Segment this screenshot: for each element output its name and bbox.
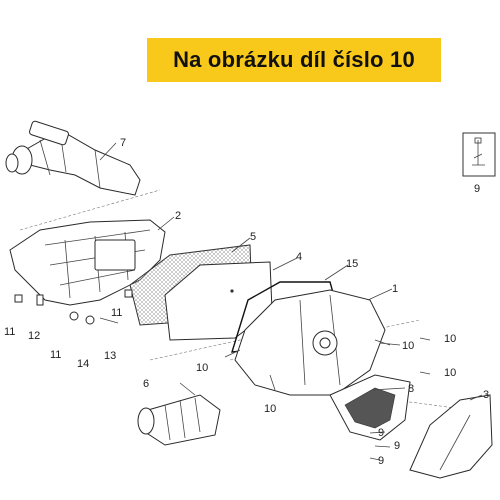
callout-7: 7 [120,137,126,149]
callout-2: 2 [175,210,181,222]
leader-lines [99,142,483,401]
callout-11b: 11 [50,349,61,361]
side-fairing-part [409,394,493,479]
callout-6: 6 [143,378,149,390]
callout-15: 15 [346,258,358,270]
callout-labels: 7 2 5 4 15 1 11 12 11 14 13 11 10 10 10 … [4,137,489,467]
frame-bracket-part [329,374,411,441]
callout-5: 5 [250,231,256,243]
small-fasteners [14,289,431,461]
highlight-banner: Na obrázku díl číslo 10 [147,38,441,82]
callout-10d: 10 [444,367,456,379]
callout-13: 13 [104,350,116,362]
callout-11a: 11 [4,326,15,338]
callout-1: 1 [392,283,398,295]
callout-4: 4 [296,251,302,263]
callout-8: 8 [408,383,414,395]
callout-10e: 10 [264,403,276,415]
callout-10c: 10 [444,333,456,345]
banner-text: Na obrázku díl číslo 10 [173,47,415,72]
callout-10a: 10 [196,362,208,374]
callout-14: 14 [77,358,89,370]
callout-12: 12 [28,330,40,342]
callout-9b: 9 [394,440,400,452]
callout-3: 3 [483,389,489,401]
callout-9c: 9 [378,455,384,467]
callout-11c: 11 [111,307,122,319]
callout-9-inset: 9 [474,183,480,195]
inset-box-part-9 [462,132,496,177]
callout-10b: 10 [402,340,414,352]
air-box-cover-part [234,289,386,396]
intake-sleeve-part [137,394,221,446]
intake-duct-part [5,120,141,196]
callout-9a: 9 [378,427,384,439]
